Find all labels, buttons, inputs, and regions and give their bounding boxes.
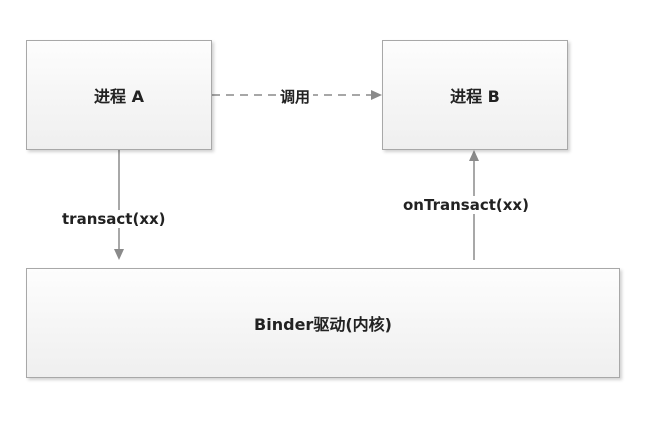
on-transact-arrowhead	[469, 150, 479, 161]
on-transact-edge-label: onTransact(xx)	[403, 196, 529, 214]
binder-driver-label: Binder驱动(内核)	[254, 315, 392, 334]
call-arrowhead	[371, 90, 382, 100]
process-a-label: 进程 A	[94, 87, 144, 106]
transact-edge-label: transact(xx)	[62, 210, 166, 228]
process-a-node: 进程 A	[26, 40, 212, 150]
transact-arrowhead	[114, 249, 124, 260]
process-b-node: 进程 B	[382, 40, 568, 150]
call-edge-label: 调用	[277, 86, 314, 107]
binder-driver-node: Binder驱动(内核)	[26, 268, 620, 378]
process-b-label: 进程 B	[450, 87, 500, 106]
